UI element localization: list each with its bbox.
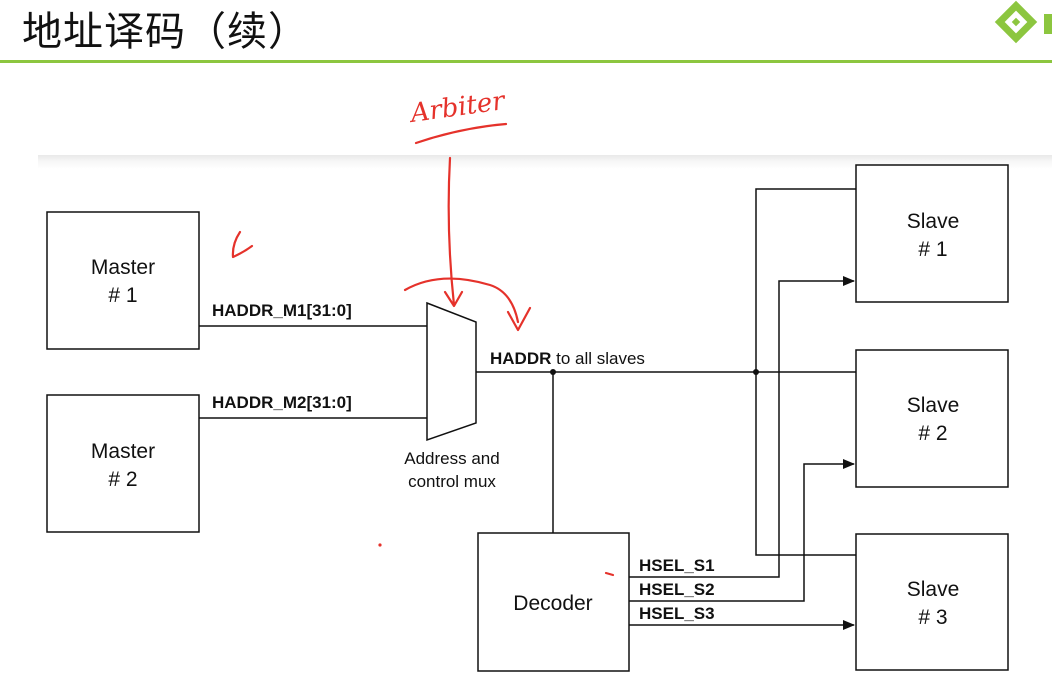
slave-2-box: Slave # 2 xyxy=(855,349,1009,488)
master-2-box: Master # 2 xyxy=(46,394,200,533)
master-2-label: Master xyxy=(91,440,155,463)
haddr-bus-label: HADDR to all slaves xyxy=(490,349,645,368)
slave-3-number: # 3 xyxy=(918,606,947,629)
slave-3-label: Slave xyxy=(907,578,960,601)
master-1-number: # 1 xyxy=(108,284,137,307)
master-1-bus-label: HADDR_M1[31:0] xyxy=(212,301,352,320)
mux-caption-line1: Address and xyxy=(404,449,499,468)
hsel-s1-line xyxy=(629,276,855,578)
mux-swing-arc xyxy=(403,277,532,332)
hsel-s1-label: HSEL_S1 xyxy=(639,556,715,575)
decoder-box: Decoder xyxy=(477,532,630,672)
arbiter-pointer-arrow xyxy=(443,156,464,308)
ink-dot-1 xyxy=(378,543,382,547)
mux-caption-line2: control mux xyxy=(408,472,496,491)
hsel-s2-label: HSEL_S2 xyxy=(639,580,715,599)
slave-1-number: # 1 xyxy=(918,238,947,261)
slide-title: 地址译码（续） xyxy=(22,9,309,55)
decoder-label: Decoder xyxy=(513,592,592,615)
ink-mark-near-master xyxy=(231,230,254,259)
brand-logo-icon xyxy=(994,0,1052,44)
master-1-label: Master xyxy=(91,256,155,279)
title-underline xyxy=(0,60,1052,63)
slave-2-label: Slave xyxy=(907,394,960,417)
slave-1-box: Slave # 1 xyxy=(855,164,1009,303)
address-trunk xyxy=(755,188,856,556)
master-2-bus-label: HADDR_M2[31:0] xyxy=(212,393,352,412)
address-control-mux xyxy=(426,301,477,442)
slave-1-label: Slave xyxy=(907,210,960,233)
master-2-number: # 2 xyxy=(108,468,137,491)
slave-2-number: # 2 xyxy=(918,422,947,445)
haddr-bus-label-rest: to all slaves xyxy=(551,349,645,368)
hsel-s3-label: HSEL_S3 xyxy=(639,604,715,623)
haddr-bus-label-bold: HADDR xyxy=(490,349,551,368)
handwritten-arbiter-note: Arbiter xyxy=(407,86,508,145)
slave-3-box: Slave # 3 xyxy=(855,533,1009,671)
master-1-box: Master # 1 xyxy=(46,211,200,350)
ink-dot-2 xyxy=(604,571,615,577)
arbiter-handwriting: Arbiter xyxy=(407,86,508,129)
hsel-s2-line xyxy=(629,459,855,602)
